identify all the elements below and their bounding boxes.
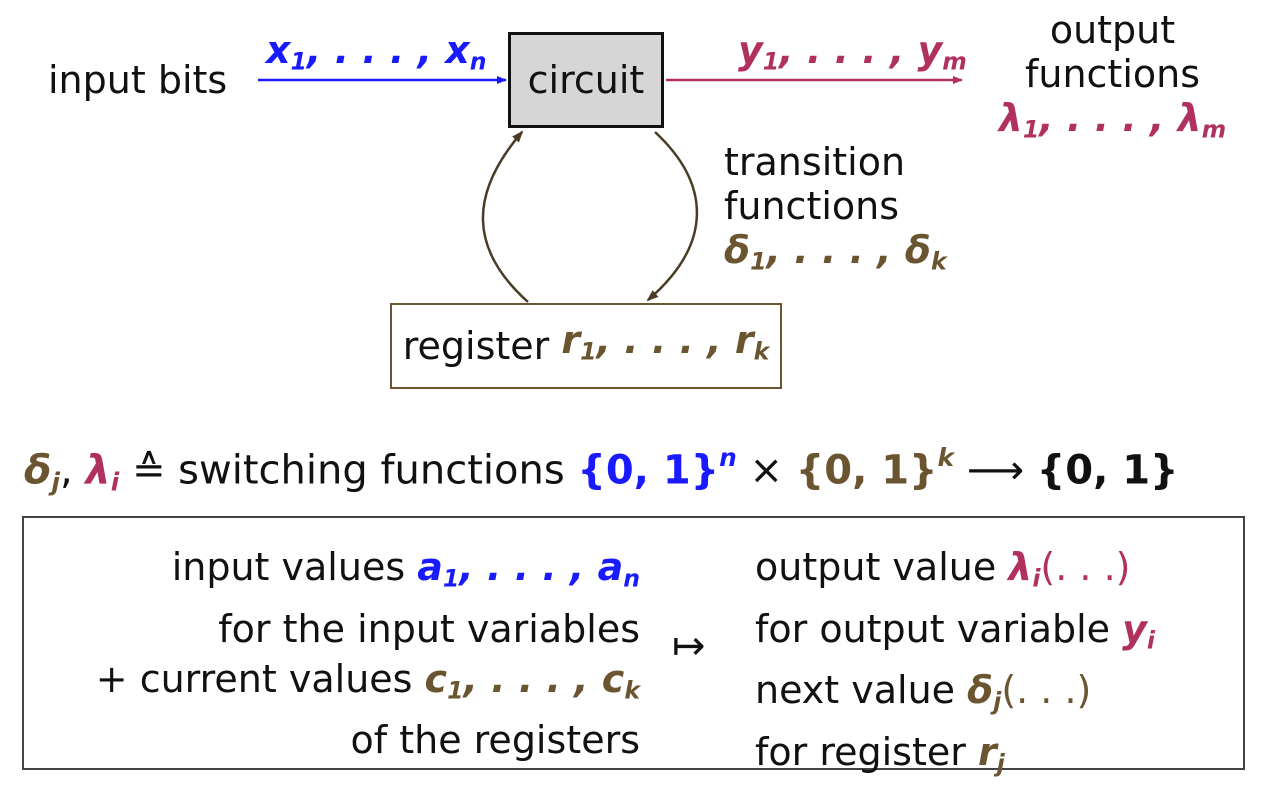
register-line: for register rj	[755, 729, 1005, 778]
input-bits-label: input bits	[48, 58, 228, 102]
output-value-line: output value λi(. . .)	[755, 545, 1131, 593]
current-values-line: + current values c1, . . . , ck	[95, 656, 640, 705]
register-box: register r1, . . . , rk	[390, 303, 782, 389]
register-label: register	[402, 324, 550, 368]
output-functions-label: output functions λ1, . . . , λm	[990, 8, 1235, 152]
transition-functions-deltas: δ1, . . . , δk	[724, 228, 947, 276]
output-variables: y1, . . . , ym	[738, 28, 967, 76]
mapping-right-column: output value λi(. . .) for output variab…	[755, 542, 1155, 788]
circuit-label: circuit	[527, 58, 645, 102]
feedback-arrow-to-circuit	[481, 130, 529, 303]
input-variables-line: for the input variables	[218, 606, 640, 651]
maps-to-arrow: ↦	[672, 623, 706, 669]
input-values-line: input values a1, . . . , an	[171, 545, 640, 593]
transition-functions-label: transition functions δ1, . . . , δk	[724, 140, 947, 284]
output-functions-lambdas: λ1, . . . , λm	[998, 96, 1227, 144]
register-variables: r1, . . . , rk	[561, 318, 770, 366]
output-variable-line: for output variable yi	[755, 606, 1155, 655]
mapping-box	[22, 516, 1245, 770]
transition-arrow-to-register	[646, 131, 699, 302]
mapping-left-column: input values a1, . . . , an for the inpu…	[40, 542, 640, 765]
input-variables: x1, . . . , xn	[266, 28, 487, 76]
circuit-box: circuit	[508, 32, 664, 128]
registers-line: of the registers	[350, 718, 641, 763]
next-value-line: next value δj(. . .)	[755, 668, 1092, 716]
switching-function-equation: δj, λi ≙ switching functions {0, 1}n × {…	[24, 443, 1179, 497]
